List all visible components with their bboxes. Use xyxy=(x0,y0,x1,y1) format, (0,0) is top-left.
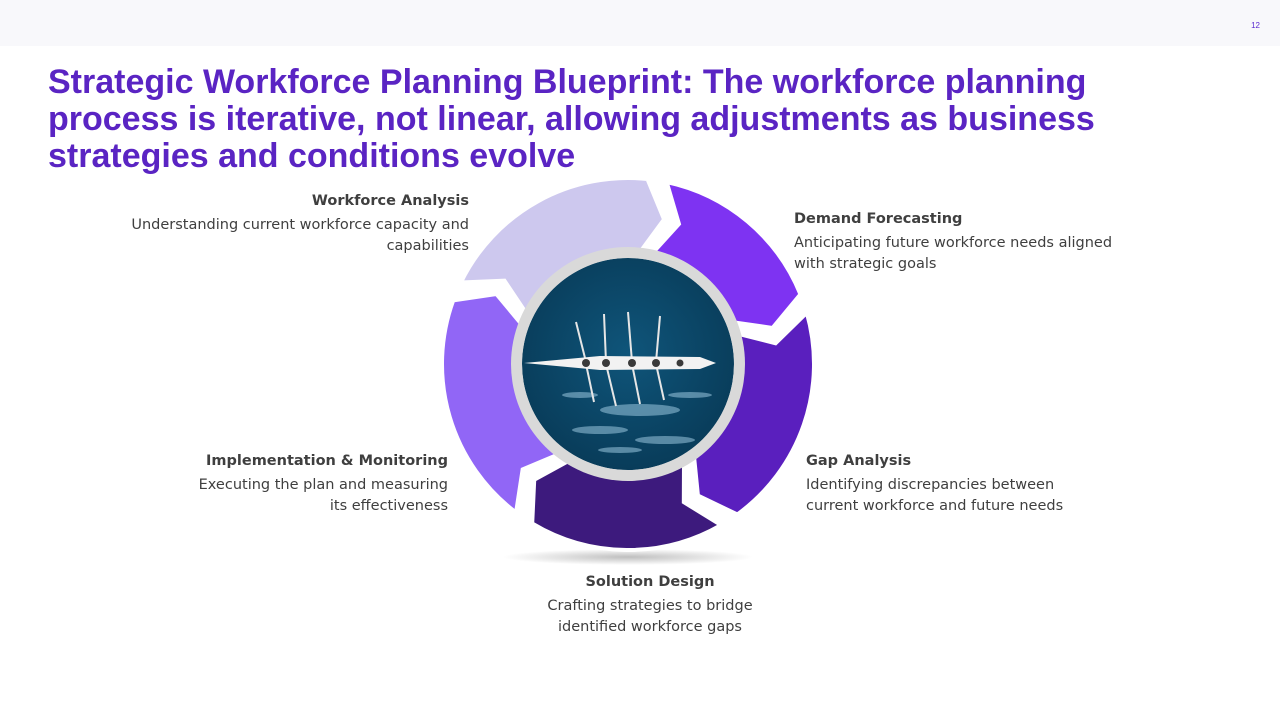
step-description: Identifying discrepancies between curren… xyxy=(806,477,1064,514)
rowing-boat-image xyxy=(522,258,734,470)
step-description: Executing the plan and measuring its eff… xyxy=(198,477,448,514)
step-description: Understanding current workforce capacity… xyxy=(131,217,469,254)
cycle-shadow xyxy=(503,549,753,565)
top-bar: 12 xyxy=(0,0,1280,46)
step-demand-forecasting: Demand Forecasting Anticipating future w… xyxy=(794,209,1114,275)
step-workforce-analysis: Workforce Analysis Understanding current… xyxy=(120,191,469,257)
step-implementation-monitoring: Implementation & Monitoring Executing th… xyxy=(198,451,448,517)
step-title: Implementation & Monitoring xyxy=(206,453,448,469)
page-number: 12 xyxy=(1251,21,1260,30)
step-description: Crafting strategies to bridge identified… xyxy=(547,598,753,635)
step-description: Anticipating future workforce needs alig… xyxy=(794,235,1113,272)
step-gap-analysis: Gap Analysis Identifying discrepancies b… xyxy=(806,451,1076,517)
step-title: Demand Forecasting xyxy=(794,211,963,227)
step-title: Gap Analysis xyxy=(806,453,912,469)
step-title: Workforce Analysis xyxy=(311,193,469,209)
step-solution-design: Solution Design Crafting strategies to b… xyxy=(530,572,770,638)
slide-title: Strategic Workforce Planning Blueprint: … xyxy=(48,63,1095,175)
step-title: Solution Design xyxy=(585,574,715,590)
